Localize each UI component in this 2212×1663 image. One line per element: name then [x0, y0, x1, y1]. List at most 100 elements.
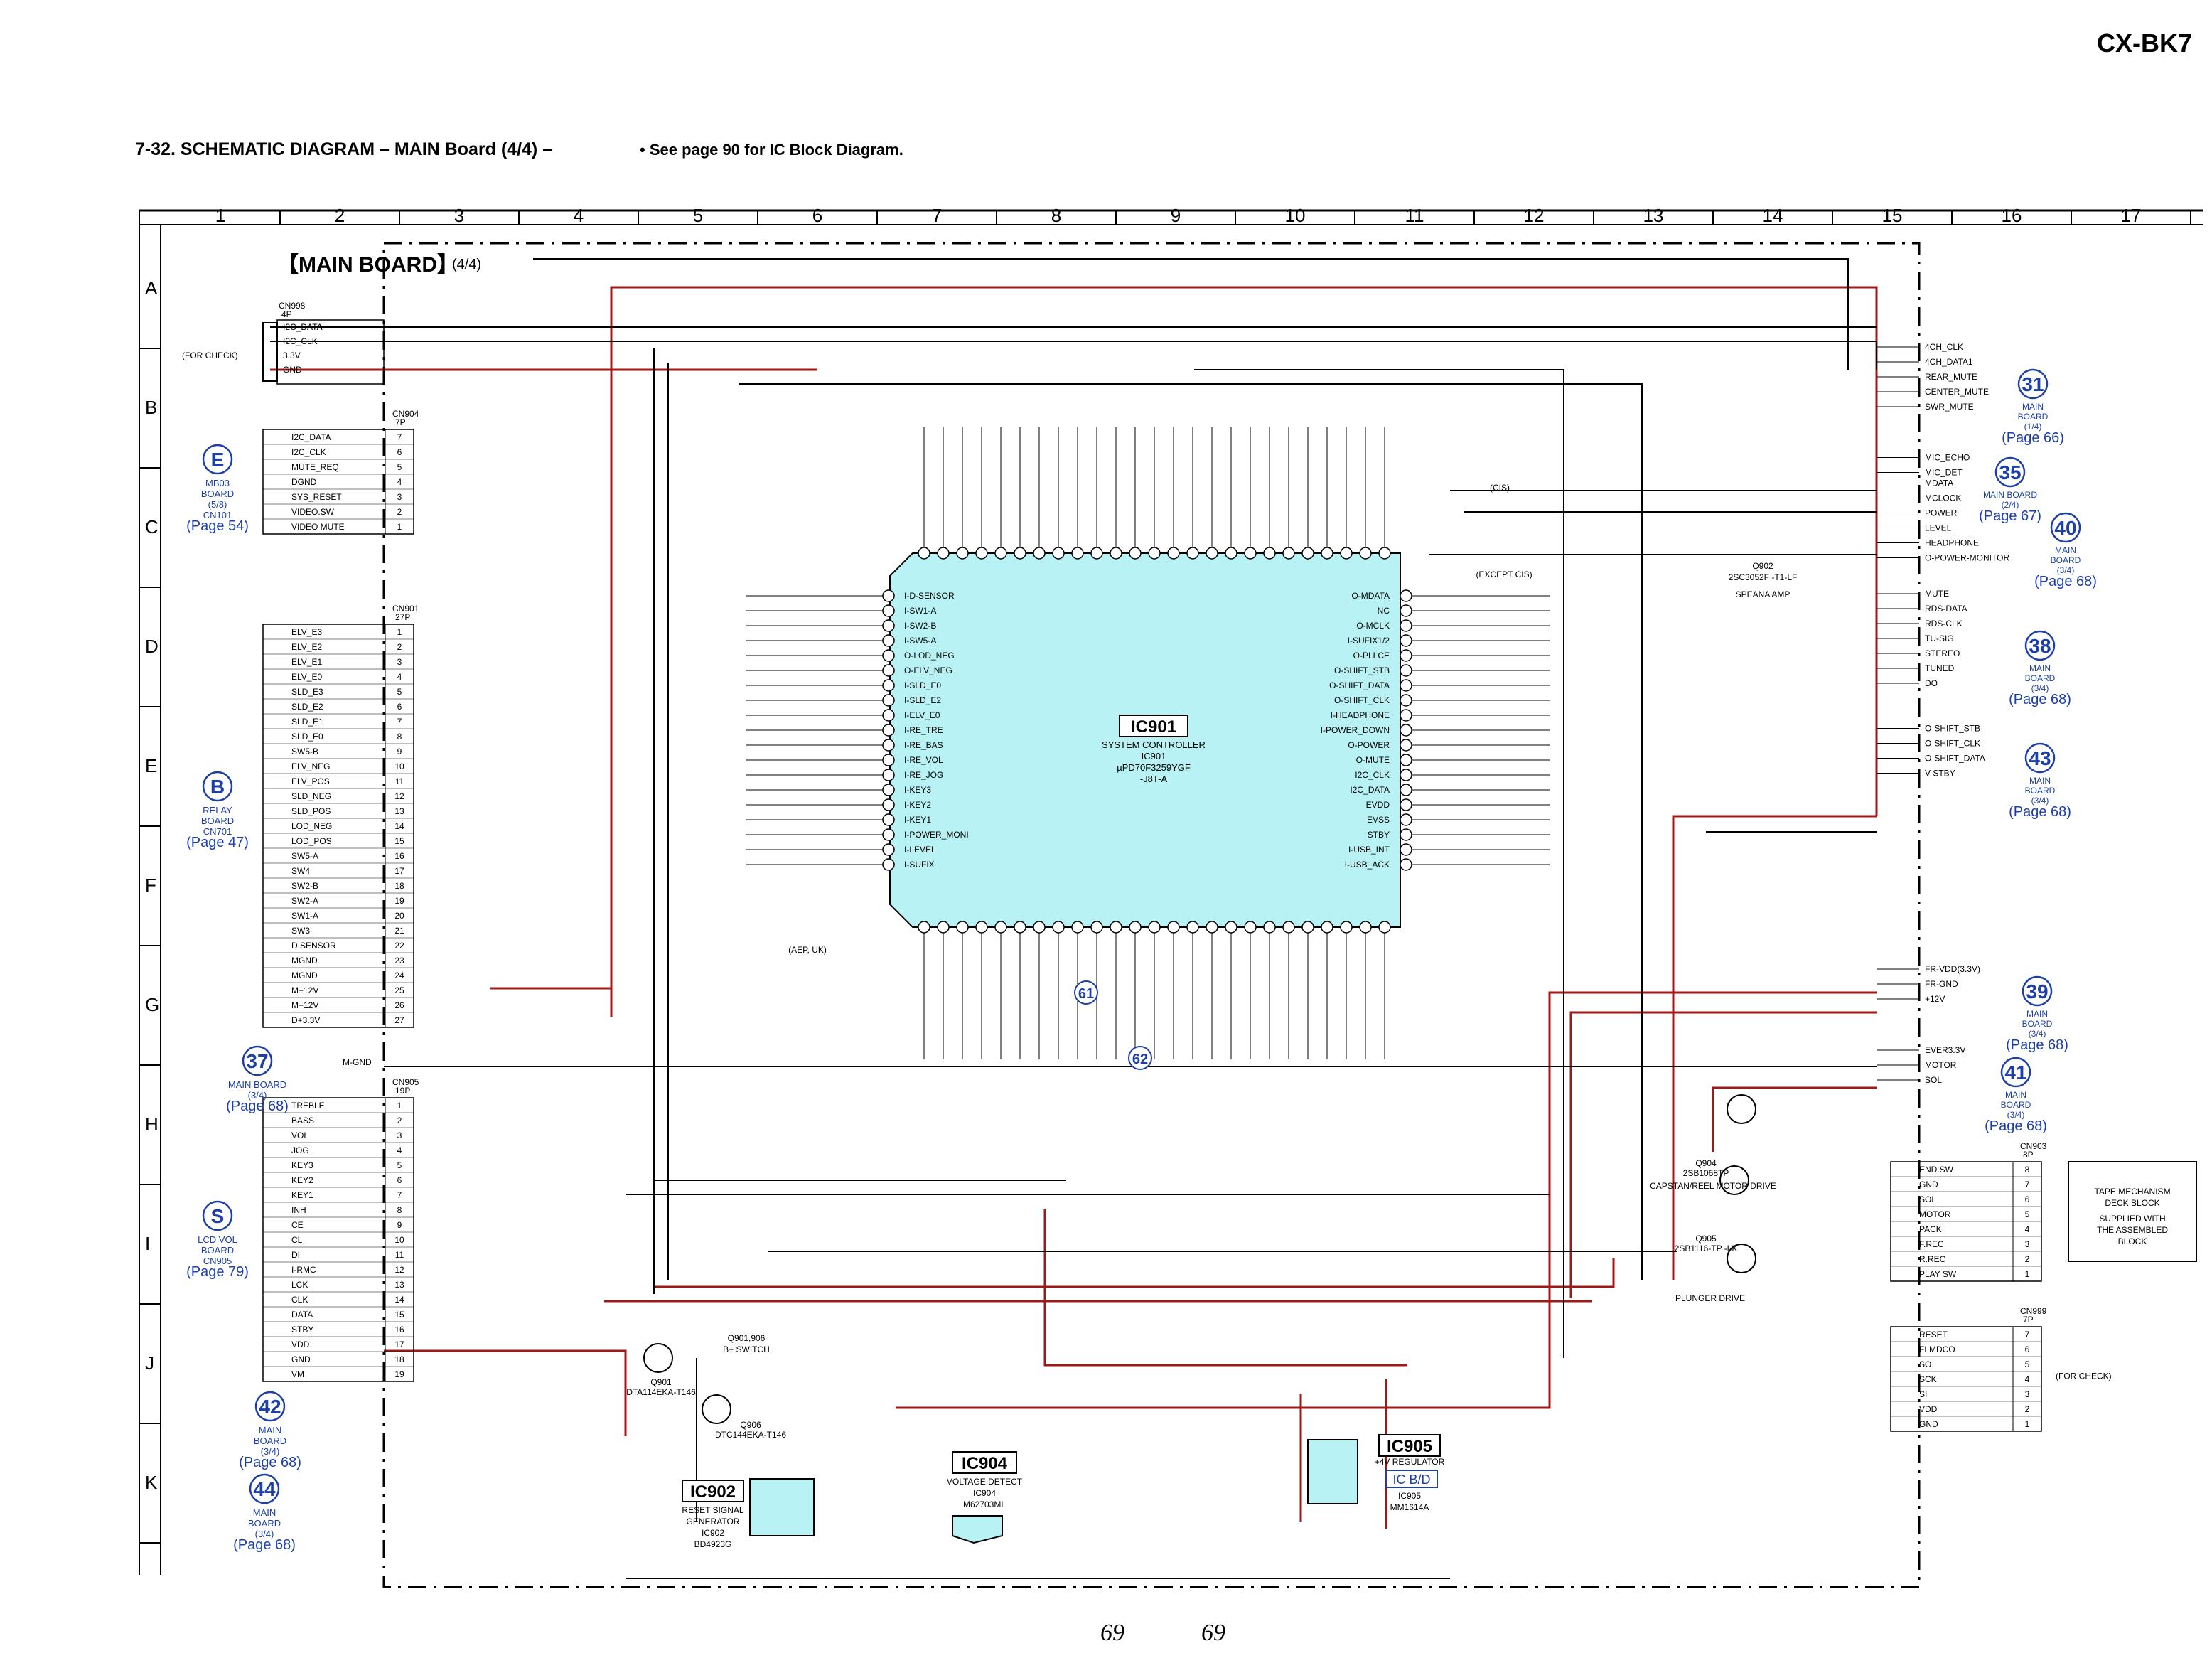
board-ref-line: RELAY — [203, 805, 232, 816]
right-board-line: (3/4) — [2031, 796, 2049, 806]
ic901-pin — [882, 694, 895, 707]
ic901-pin — [1148, 547, 1161, 560]
ic901-pin — [1206, 547, 1218, 560]
svg-text:61: 61 — [1078, 986, 1094, 1002]
connector-pin-number: 23 — [394, 956, 404, 966]
connector-signal: CLK — [291, 1295, 308, 1305]
ic901-pin — [1400, 664, 1412, 677]
right-board-line: BOARD — [2051, 555, 2081, 565]
connector-pin-number: 26 — [394, 1000, 404, 1010]
right-board-line: BOARD — [2001, 1100, 2031, 1110]
connector-pin-number: 7 — [397, 717, 402, 727]
ic901-pin — [1148, 921, 1161, 934]
ic901-pin-row — [918, 427, 1391, 1059]
right-board-signal: EVER3.3V — [1925, 1045, 1965, 1055]
right-board-badge — [1994, 456, 2026, 488]
connector-signal: VDD — [1919, 1404, 1938, 1414]
right-board-line: BOARD — [2018, 412, 2049, 422]
connector-pin-number: 5 — [2025, 1359, 2030, 1369]
connector-pin-number: 4 — [2025, 1374, 2030, 1384]
board-ref-line: BOARD — [248, 1518, 281, 1529]
ic901-pin — [1033, 547, 1046, 560]
board-ref-line: (3/4) — [248, 1090, 267, 1101]
ic901-pin — [1282, 547, 1295, 560]
ic901-pin — [1225, 921, 1237, 934]
ic901-pin — [882, 798, 895, 811]
connector-signal: MGND — [291, 970, 318, 980]
ic901-pin — [1400, 754, 1412, 766]
ic901-pin — [1071, 921, 1084, 934]
circuit-notes: SPEANA AMP CAPSTAN/REEL MOTOR DRIVE PLUN… — [788, 483, 1790, 1303]
ic901-left-pin-label: I-KEY2 — [904, 800, 931, 810]
connector-signal: GND — [291, 1354, 311, 1364]
grid-column-label: 15 — [1882, 205, 1903, 226]
ic901-pin — [956, 547, 969, 560]
board-ref-line: (3/4) — [255, 1529, 274, 1539]
svg-text:IC B/D: IC B/D — [1392, 1472, 1430, 1487]
connector-signal: SW3 — [291, 926, 310, 936]
connector-signal: LOD_NEG — [291, 821, 332, 831]
ic901-right-pin-label: I-USB_ACK — [1345, 860, 1390, 870]
right-board-line: MAIN — [2026, 1009, 2048, 1019]
right-board-line: (3/4) — [2057, 565, 2075, 575]
svg-text:DECK BLOCK: DECK BLOCK — [2105, 1198, 2159, 1208]
ic901-left-pin-label: I-RE_BAS — [904, 740, 943, 750]
right-board-signal: RDS-DATA — [1925, 604, 1967, 614]
right-board-line: MAIN — [2005, 1090, 2026, 1100]
connector-pin-number: 27 — [394, 1015, 404, 1025]
ic901: IC901 SYSTEM CONTROLLER IC901 µPD70F3259… — [889, 552, 1401, 928]
grid-column-label: 17 — [2121, 205, 2142, 226]
connector-pin-number: 4 — [397, 477, 402, 487]
connector-signal: MUTE_REQ — [291, 462, 339, 472]
ic901-pin — [937, 547, 950, 560]
ic901-right-pin-label: I-USB_INT — [1348, 845, 1390, 855]
connector-pin-number: 7 — [2025, 1330, 2030, 1340]
ic901-right-pin-label: I-POWER_DOWN — [1321, 725, 1390, 735]
right-board-line: MAIN — [2022, 402, 2044, 412]
ic901-pin — [882, 843, 895, 856]
connector-pin-number: 6 — [2025, 1344, 2030, 1354]
svg-text:+4V REGULATOR: +4V REGULATOR — [1375, 1457, 1445, 1467]
ic901-pin — [1321, 921, 1333, 934]
connector-signal: R.REC — [1919, 1254, 1946, 1264]
right-board-page: (Page 68) — [2006, 1037, 2068, 1053]
board-ref-badge — [202, 771, 233, 802]
svg-text:4P: 4P — [281, 309, 292, 319]
connector-signal: I-RMC — [291, 1265, 316, 1275]
svg-text:Q901: Q901 — [650, 1377, 672, 1387]
ic901-left-pin-labels: I-D-SENSORI-SW1-AI-SW2-BI-SW5-AO-LOD_NEG… — [746, 589, 969, 871]
connector-signal: KEY1 — [291, 1190, 313, 1200]
connector-signal: D+3.3V — [291, 1015, 320, 1025]
right-board-signal: SOL — [1925, 1075, 1942, 1085]
grid-row-label: C — [145, 516, 159, 538]
ic901-pin — [918, 547, 930, 560]
marker-62: 62 — [1128, 1046, 1152, 1070]
ic901-pin — [882, 739, 895, 752]
page-number-left: 69 — [1100, 1620, 1124, 1646]
ic901-pin — [1263, 921, 1276, 934]
ic901-pin — [1090, 921, 1103, 934]
board-label: 【MAIN BOARD】 (4/4) — [277, 253, 481, 277]
connector-pin-number: 10 — [394, 1235, 404, 1245]
board-ref-page: (Page 68) — [233, 1537, 296, 1553]
ic901-right-pin-label: O-PLLCE — [1353, 651, 1390, 661]
ic901-left-pin-label: I-KEY3 — [904, 785, 931, 795]
connector-signal: SOL — [1919, 1194, 1936, 1204]
connector-signal: PLAY SW — [1919, 1269, 1957, 1279]
svg-text:SUPPLIED WITH: SUPPLIED WITH — [2099, 1214, 2165, 1224]
ic901-right-pin-label: O-MUTE — [1356, 755, 1390, 765]
connector-pin-number: 1 — [2025, 1419, 2030, 1429]
right-board-signal: MCLOCK — [1925, 493, 1961, 503]
ic901-pin — [882, 813, 895, 826]
connector-pins: 8P — [2023, 1150, 2034, 1160]
board-ref-signal: M-GND — [343, 1057, 372, 1067]
grid-column-label: 14 — [1763, 205, 1783, 226]
svg-text:Q904: Q904 — [1695, 1158, 1717, 1168]
right-board-page: (Page 66) — [2002, 430, 2064, 446]
connector-signal: INH — [291, 1205, 306, 1215]
connector-pin-number: 3 — [2025, 1389, 2030, 1399]
grid-column-label: 3 — [454, 205, 464, 226]
